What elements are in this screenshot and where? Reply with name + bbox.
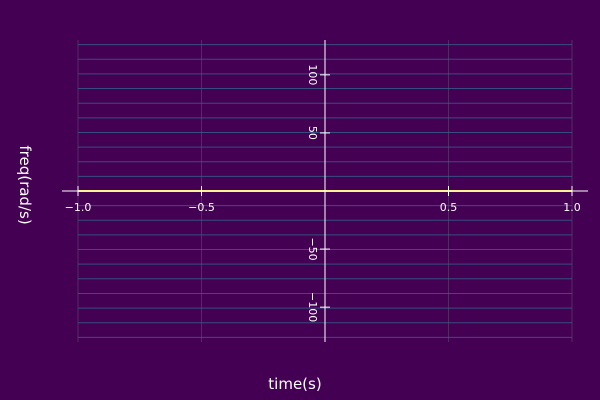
x-tick-label-3: 1.0 [563, 201, 581, 214]
x-tick-label-2: 0.5 [440, 201, 458, 214]
y-tick-label-2: 50 [306, 126, 319, 140]
y-tick-label-0: −100 [306, 292, 319, 322]
axes-layer: −1.0 −0.5 0.5 1.0 −100 −50 50 100 [62, 40, 588, 342]
x-axis-title: time(s) [268, 375, 321, 393]
x-tick-label-1: −0.5 [188, 201, 215, 214]
y-tick-label-1: −50 [306, 237, 319, 260]
y-axis-title: freq(rad/s) [16, 145, 34, 224]
y-tick-label-3: 100 [306, 64, 319, 85]
x-tick-label-0: −1.0 [65, 201, 92, 214]
